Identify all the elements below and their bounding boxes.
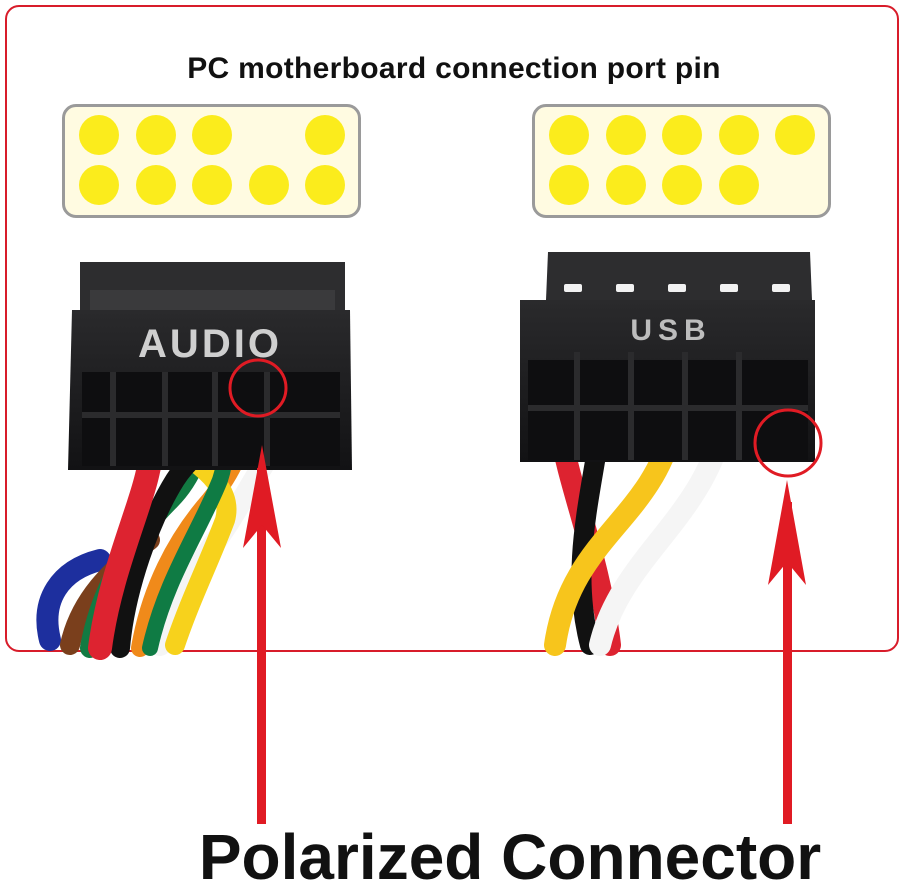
audio-pin <box>135 115 176 155</box>
usb-pin <box>549 115 589 155</box>
audio-pin <box>192 115 232 155</box>
usb-pin <box>549 165 589 205</box>
polarized-connector-caption: Polarized Connector <box>198 821 822 893</box>
audio-pin <box>248 165 289 205</box>
audio-pin <box>79 165 119 205</box>
usb-connector-label: USB <box>630 314 712 347</box>
usb-pin <box>605 165 646 205</box>
usb-pin <box>605 115 646 155</box>
usb-pin <box>718 115 759 155</box>
audio-pin <box>305 165 345 205</box>
audio-pin <box>79 115 119 155</box>
audio-housing <box>68 262 352 470</box>
audio-pin <box>192 165 232 205</box>
usb-polarized-key-circle <box>753 408 823 478</box>
audio-pin <box>135 165 176 205</box>
audio-pointer-arrow <box>243 445 281 824</box>
usb-housing <box>520 252 815 462</box>
usb-pin-layout <box>532 104 831 218</box>
audio-connector-label: AUDIO <box>138 322 282 366</box>
audio-pin <box>305 115 345 155</box>
usb-pin <box>662 165 702 205</box>
usb-pin <box>775 115 815 155</box>
usb-pin <box>662 115 702 155</box>
audio-polarized-key-circle <box>228 358 288 418</box>
usb-pin <box>718 165 759 205</box>
image-frame <box>5 5 899 652</box>
usb-pointer-arrow <box>768 480 806 824</box>
usb-wires <box>544 419 733 656</box>
audio-pin-layout <box>62 104 361 218</box>
diagram-title: PC motherboard connection port pin <box>187 52 721 85</box>
